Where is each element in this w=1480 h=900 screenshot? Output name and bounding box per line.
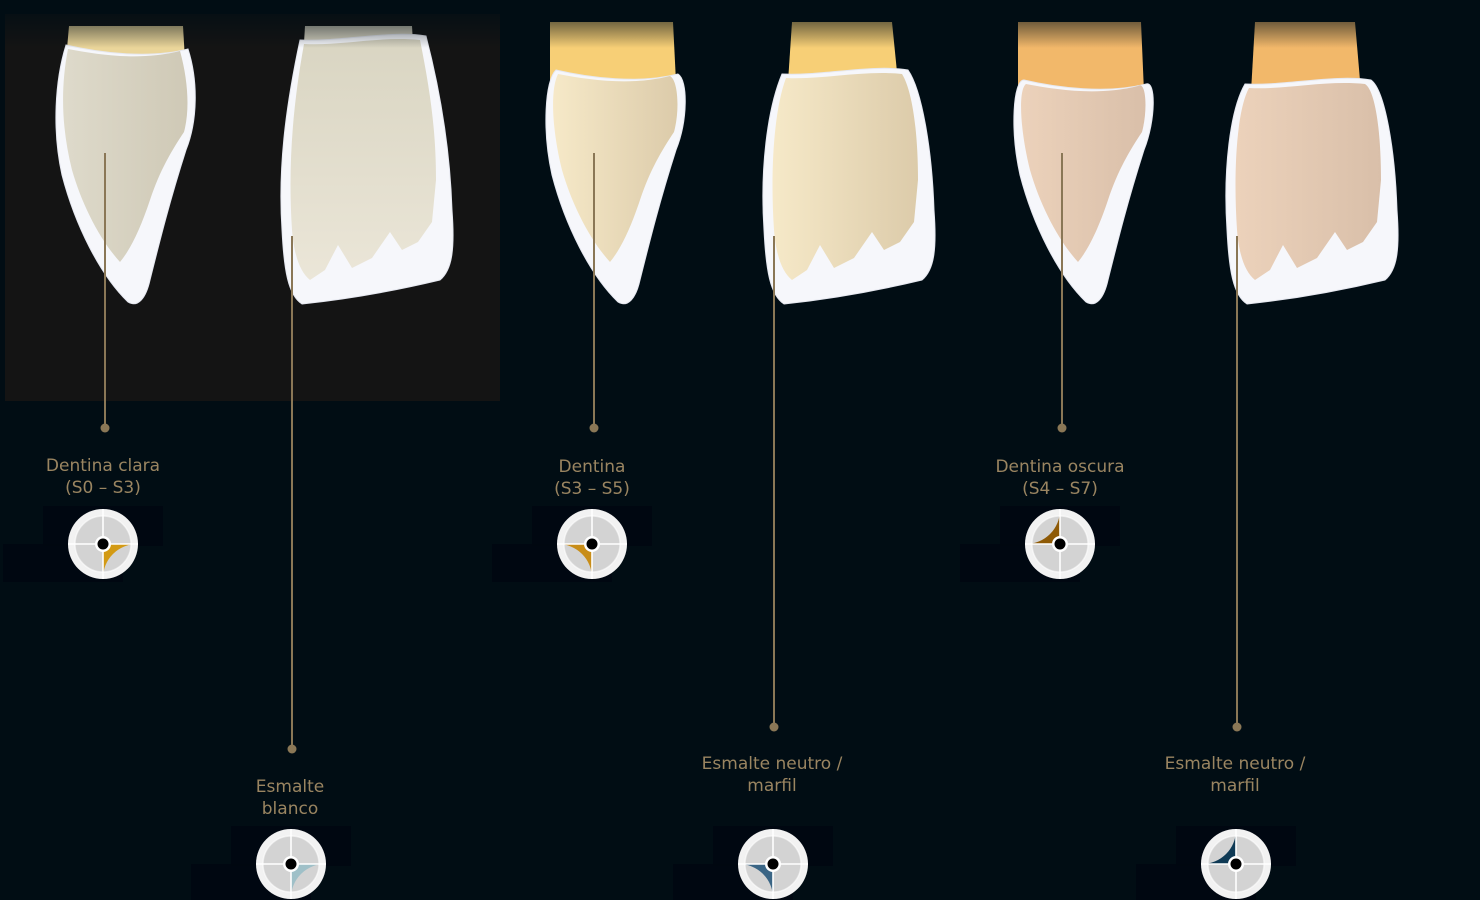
dentin-dial-medium	[492, 506, 652, 582]
enamel-leader-dot	[770, 723, 779, 732]
facial-tooth-light	[281, 26, 453, 304]
tooth-group-dark	[1014, 22, 1398, 304]
dentin-label-dark-line: Dentina oscura	[940, 456, 1180, 478]
dentin-leader-dot	[1058, 424, 1067, 433]
enamel-leader-dot	[288, 745, 297, 754]
dentin-label-dark-line: (S4 – S7)	[940, 478, 1180, 500]
enamel-label-medium: Esmalte neutro /marfil	[652, 753, 892, 797]
dial-center-dot	[1055, 539, 1066, 550]
dentin-label-medium-line: (S3 – S5)	[472, 478, 712, 500]
enamel-label-dark: Esmalte neutro /marfil	[1115, 753, 1355, 797]
facial-tooth-medium	[763, 22, 935, 304]
enamel-label-medium-line: Esmalte neutro /	[652, 753, 892, 775]
dentin-core	[291, 39, 437, 280]
dentin-label-medium: Dentina(S3 – S5)	[472, 456, 712, 500]
dial-center-dot	[768, 859, 779, 870]
dial-center-dot	[1231, 859, 1242, 870]
facial-tooth-dark	[1226, 22, 1398, 304]
dentin-label-dark: Dentina oscura(S4 – S7)	[940, 456, 1180, 500]
dentin-dial-light	[3, 506, 163, 582]
lateral-tooth-dark	[1014, 22, 1153, 304]
enamel-label-medium-line: marfil	[652, 775, 892, 797]
enamel-leader-dot	[1233, 723, 1242, 732]
tooth-group-medium	[546, 22, 935, 304]
enamel-label-dark-line: marfil	[1115, 775, 1355, 797]
dentin-label-medium-line: Dentina	[472, 456, 712, 478]
enamel-dial-light	[191, 826, 351, 900]
lateral-tooth-medium	[546, 22, 685, 304]
dentin-label-light-line: Dentina clara	[0, 455, 223, 477]
dentin-leader-dot	[101, 424, 110, 433]
shade-dials	[3, 506, 1296, 900]
enamel-dial-dark	[1136, 826, 1296, 900]
dentin-label-light: Dentina clara(S0 – S3)	[0, 455, 223, 499]
top-fade	[0, 0, 1480, 48]
dentin-label-light-line: (S0 – S3)	[0, 477, 223, 499]
enamel-label-light-line: blanco	[170, 798, 410, 820]
dial-center-dot	[286, 859, 297, 870]
dial-center-dot	[98, 539, 109, 550]
enamel-label-dark-line: Esmalte neutro /	[1115, 753, 1355, 775]
enamel-label-light-line: Esmalte	[170, 776, 410, 798]
dentin-leader-dot	[590, 424, 599, 433]
dentin-dial-dark	[960, 506, 1120, 582]
enamel-dial-medium	[673, 826, 833, 900]
dial-center-dot	[587, 539, 598, 550]
